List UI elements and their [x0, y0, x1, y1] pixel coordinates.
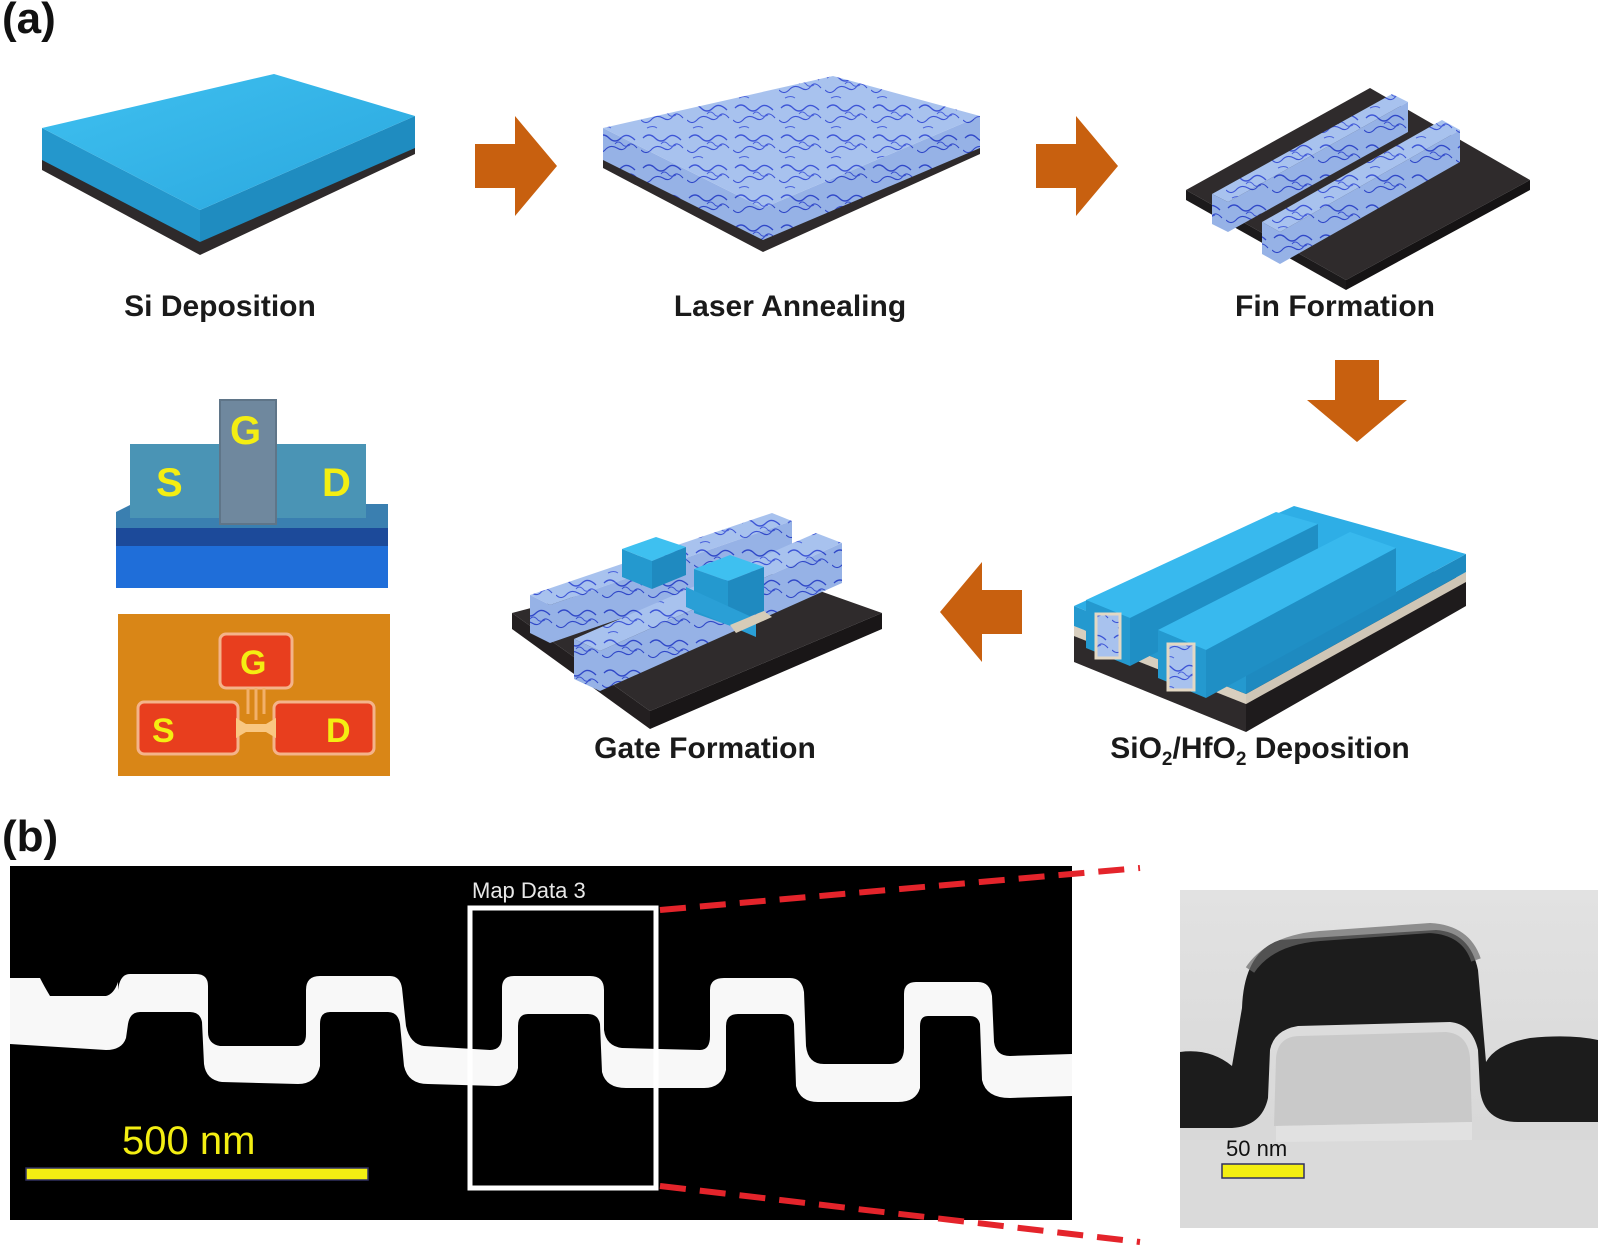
cross-section-gate-label: G [230, 409, 261, 453]
process-arrow-right-2 [1036, 116, 1118, 216]
zoom-indicator-lines [659, 865, 1141, 1245]
tem-scale-bar-label: 50 nm [1226, 1136, 1287, 1161]
step-label-fin-formation: Fin Formation [1235, 290, 1435, 323]
step-label-si-deposition: Si Deposition [124, 290, 316, 323]
oxide-label-hfo: /HfO [1172, 732, 1236, 765]
oxide-label-sub2: 2 [1235, 749, 1247, 770]
oxide-label-rest: Deposition [1246, 732, 1410, 765]
process-arrow-down [1307, 360, 1407, 442]
oxide-label-sio: SiO [1110, 732, 1162, 765]
cross-section-drain-label: D [322, 461, 351, 505]
optical-drain-label: D [326, 712, 351, 750]
cross-section-source-label: S [156, 461, 183, 505]
map-data-label: Map Data 3 [472, 878, 586, 903]
scale-bar-label: 500 nm [122, 1119, 255, 1163]
step-label-laser-annealing: Laser Annealing [673, 290, 907, 323]
process-arrow-right-1 [475, 116, 557, 216]
optical-source-label: S [152, 712, 175, 750]
panel-label-b: (b) [2, 812, 59, 861]
step-label-gate-formation: Gate Formation [594, 732, 816, 765]
device-optical-image: S G D [118, 614, 390, 776]
step-label-oxide-deposition: SiO2/HfO2 Deposition [1075, 732, 1445, 771]
laser-annealing-illustration [603, 76, 980, 252]
si-deposition-illustration [42, 74, 415, 255]
device-cross-section: S G D [116, 399, 388, 588]
oxide-deposition-illustration [1074, 506, 1466, 732]
fin-array-micrograph: Map Data 3 500 nm [10, 866, 1072, 1220]
process-arrow-left [940, 562, 1022, 662]
optical-gate-label: G [240, 644, 266, 682]
gate-formation-illustration [512, 513, 882, 729]
oxide-label-sub1: 2 [1161, 749, 1173, 770]
tem-image: 50 nm [1180, 890, 1598, 1228]
fin-formation-illustration [1186, 88, 1530, 290]
panel-label-a: (a) [2, 0, 56, 43]
